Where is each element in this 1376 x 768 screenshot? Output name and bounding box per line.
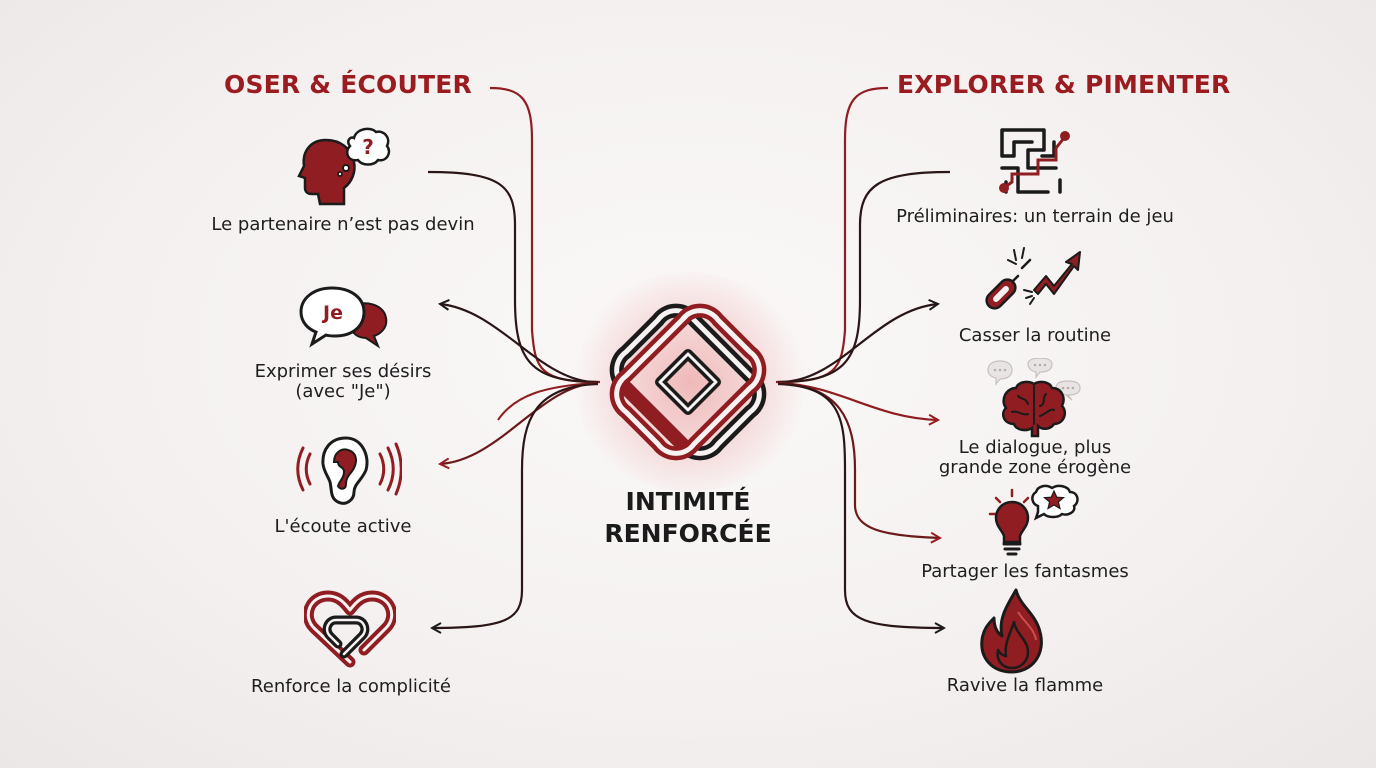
maze-path-icon (999, 128, 1070, 194)
connector-right-item-2 (779, 304, 938, 384)
speech-bubbles-je-icon: Je (299, 286, 388, 349)
left-item-4-label: Renforce la complicité (251, 676, 451, 697)
connector-right-item-5 (777, 382, 944, 628)
connector-right-item-1 (777, 170, 951, 384)
connector-left-item-2 (440, 304, 597, 384)
connector-left-item-4 (432, 382, 599, 628)
left-item-2-label: Exprimer ses désirs (avec "Je") (254, 361, 432, 402)
left-item-3-label: L'écoute active (274, 516, 412, 537)
left-item-1-label: Le partenaire n’est pas devin (211, 214, 475, 235)
lightbulb-star-icon (988, 484, 1079, 556)
je-text: Je (321, 302, 343, 324)
flame-icon (980, 588, 1043, 674)
right-item-5-label: Ravive la flamme (946, 675, 1104, 696)
right-item-2-label: Casser la routine (958, 325, 1112, 346)
right-item-4-label: Partager les fantasmes (921, 561, 1129, 582)
right-item-1-label: Préliminaires: un terrain de jeu (896, 206, 1174, 227)
right-item-3-label: Le dialogue, plus grande zone érogène (938, 437, 1132, 478)
ear-sound-icon (296, 436, 402, 505)
heart-knot-icon (304, 590, 396, 668)
center-title: INTIMITÉ RENFORCÉE (604, 487, 772, 548)
left-branch-title: OSER & ÉCOUTER (224, 70, 472, 99)
head-question-icon: ? (297, 127, 391, 206)
broken-chain-arrow-icon (985, 247, 1081, 310)
connector-left-item-1 (427, 170, 599, 384)
svg-text:?: ? (362, 135, 374, 159)
connector-left-extra (497, 382, 597, 421)
right-branch-title: EXPLORER & PIMENTER (897, 70, 1231, 99)
center-knot-icon (609, 303, 767, 461)
brain-chat-icon (987, 358, 1081, 438)
